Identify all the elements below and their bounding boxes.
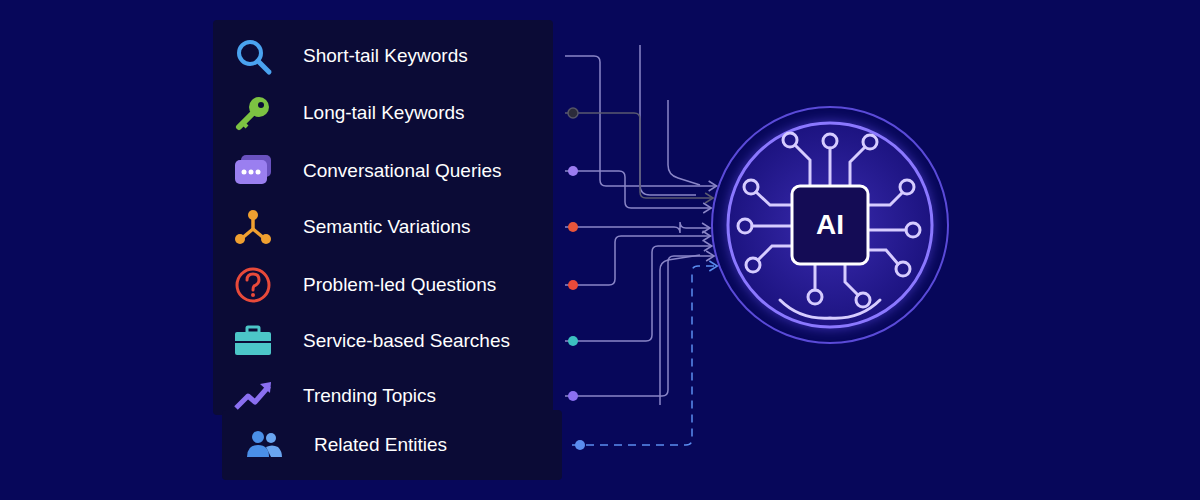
row-icon — [233, 321, 273, 361]
row-icon — [233, 151, 273, 191]
keyword-label: Long-tail Keywords — [303, 102, 465, 124]
flow-connector — [565, 231, 711, 290]
flow-connector — [565, 108, 713, 203]
keyword-label: Service-based Searches — [303, 330, 510, 352]
flow-connector — [572, 261, 717, 450]
ai-label: AI — [816, 209, 844, 241]
list-panel — [213, 20, 553, 415]
keyword-label: Problem-led Questions — [303, 274, 496, 296]
ai-core: AI — [712, 107, 948, 343]
keyword-label: Short-tail Keywords — [303, 45, 468, 67]
keyword-label: Semantic Variations — [303, 216, 471, 238]
keyword-row: Semantic Variations — [225, 202, 555, 252]
row-icon — [233, 265, 273, 305]
keyword-row: Short-tail Keywords — [225, 31, 555, 81]
keyword-row: Problem-led Questions — [225, 260, 555, 310]
circuit-brain — [738, 133, 920, 318]
flow-connector — [565, 222, 710, 233]
keyword-row: Long-tail Keywords — [225, 88, 555, 138]
row-icon — [244, 425, 284, 465]
keyword-row: Related Entities — [222, 410, 562, 480]
keyword-row: Service-based Searches — [225, 316, 555, 366]
row-icon — [233, 36, 273, 76]
keyword-label: Trending Topics — [303, 385, 436, 407]
keyword-label: Related Entities — [314, 434, 447, 456]
keyword-row: Conversational Queries — [225, 146, 555, 196]
ai-circle — [712, 107, 948, 343]
row-icon — [233, 207, 273, 247]
flow-connector — [565, 166, 711, 213]
keyword-label: Conversational Queries — [303, 160, 502, 182]
top-feed-lines — [640, 45, 700, 405]
row-icon — [233, 93, 273, 133]
